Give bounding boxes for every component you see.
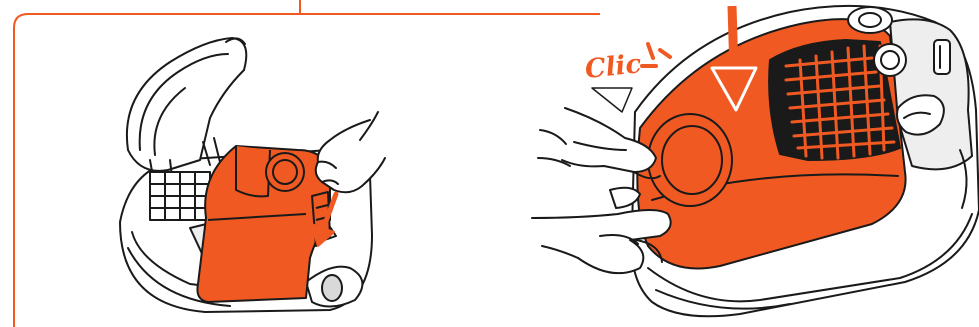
speech-pointer [592, 88, 632, 112]
impact-lines-icon [642, 44, 670, 66]
hand-inserting-bag [316, 112, 385, 192]
closed-vacuum-cleaner [631, 6, 979, 316]
click-sound-label: Clic [584, 49, 643, 85]
